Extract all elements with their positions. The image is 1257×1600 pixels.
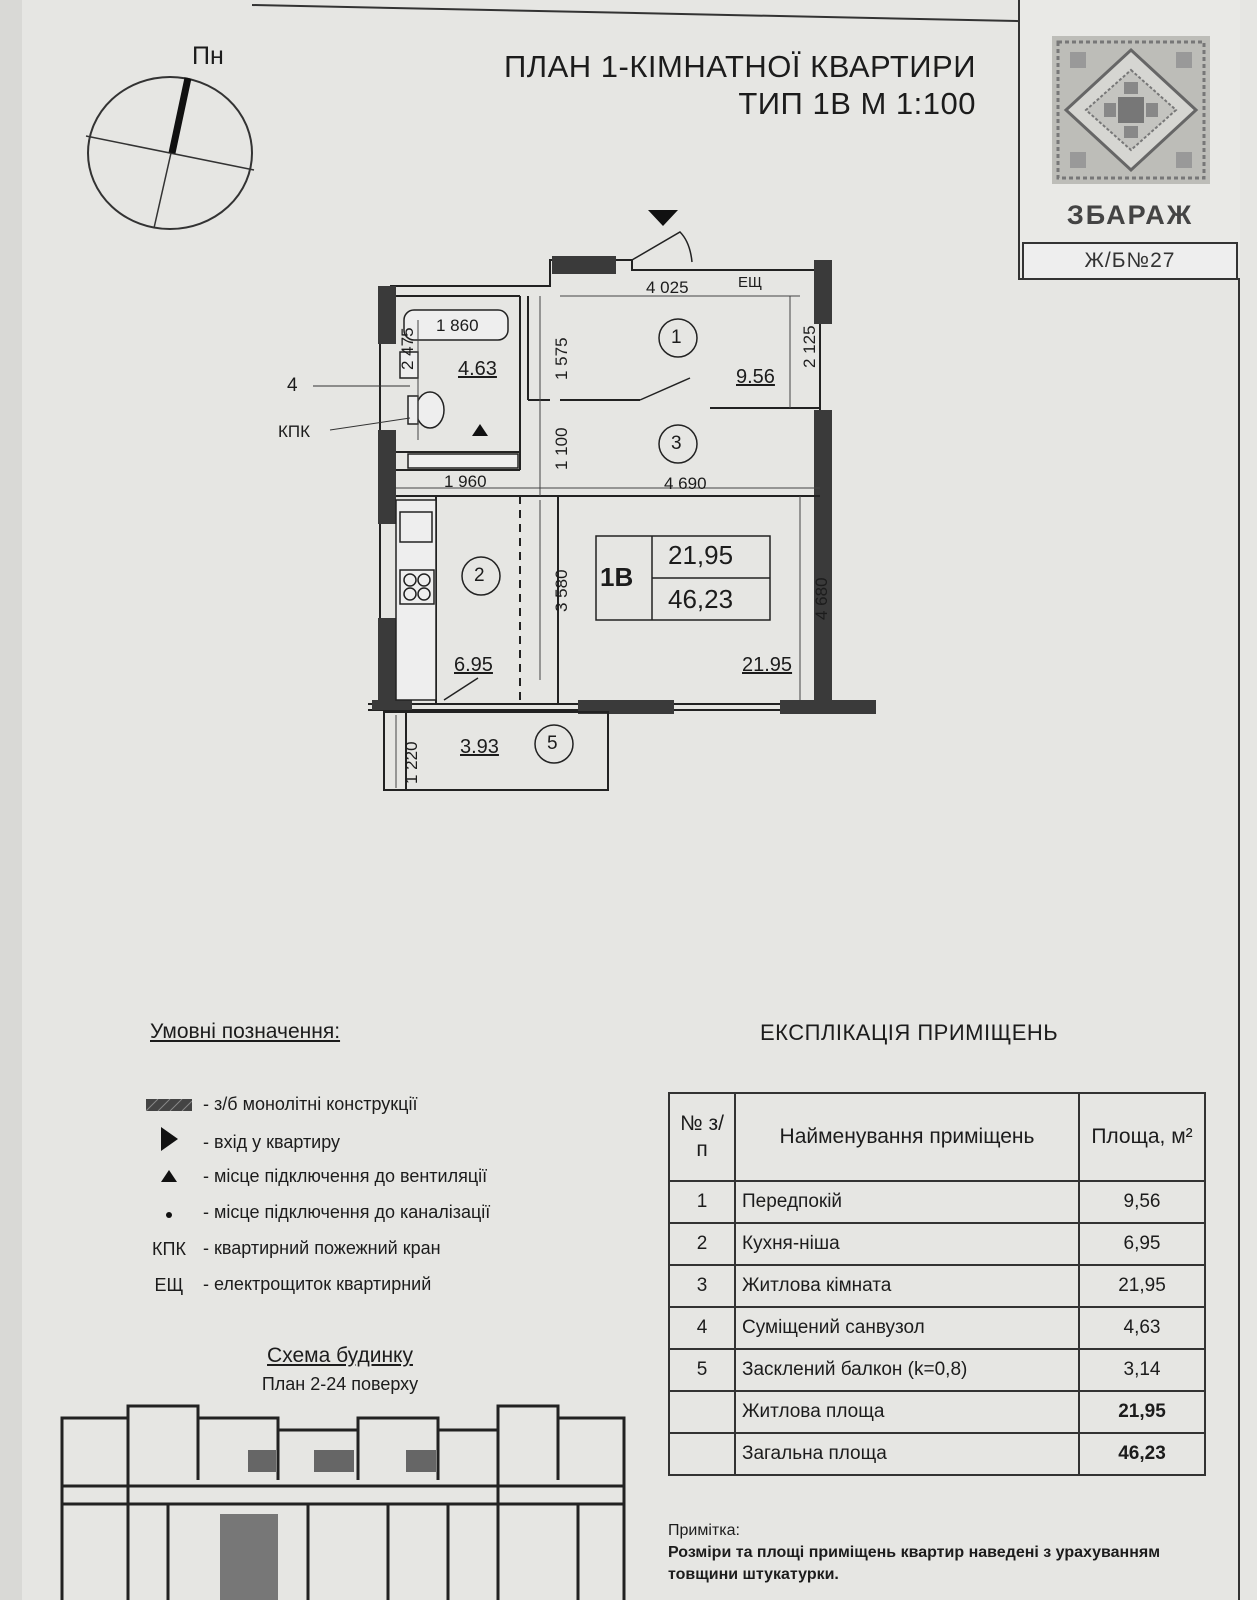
header-area: Площа, м² [1078, 1092, 1206, 1182]
room-circles [461, 318, 698, 764]
room-number-5: 5 [547, 733, 558, 754]
vent-triangle-icon [472, 424, 488, 436]
kitchen-units [395, 499, 437, 701]
entry-arrow-icon [140, 1126, 198, 1160]
dim-bath-width: 1 860 [436, 316, 479, 335]
legend-item-concrete: - з/б монолітні конструкції [140, 1090, 417, 1118]
legend-item-vent: - місце підключення до вентиляції [140, 1162, 487, 1190]
area-hall: 9.56 [736, 366, 775, 388]
badge-type: 1В [600, 562, 634, 592]
sewer-dot-icon [140, 1199, 198, 1227]
page-title: ПЛАН 1-КІМНАТНОЇ КВАРТИРИ ТИП 1В М 1:100 [436, 48, 976, 122]
room-number-4: 4 [287, 375, 298, 396]
highlighted-apartment [220, 1514, 278, 1600]
table-row: 5 Засклений балкон (k=0,8) 3,14 [668, 1348, 1206, 1392]
badge-living: 21,95 [668, 540, 734, 570]
apartment-type-badge [595, 535, 771, 621]
bathroom-fixtures [399, 309, 519, 469]
kpk-leader-lines [313, 385, 411, 431]
dim-room-width: 4 690 [664, 474, 707, 493]
scheme-subtitle: План 2-24 поверху [261, 1374, 419, 1394]
header-name: Найменування приміщень [734, 1092, 1080, 1182]
dim-room-height: 4 680 [812, 577, 831, 620]
living-area-row: Житлова площа 21,95 [668, 1390, 1206, 1434]
door-swings [443, 231, 693, 701]
legend-item-esh: ЕЩ - електрощиток квартирний [154, 1274, 432, 1296]
brand-name: ЗБАРАЖ [1066, 200, 1194, 230]
title-line-1: ПЛАН 1-КІМНАТНОЇ КВАРТИРИ [503, 49, 976, 84]
kpk-label: КПК [278, 422, 311, 441]
dim-kitchen-width: 1 960 [444, 472, 487, 491]
footnote: Примітка: Розміри та площі приміщень ква… [668, 1520, 1188, 1586]
explication-title: ЕКСПЛІКАЦІЯ ПРИМІЩЕНЬ [760, 1020, 1059, 1045]
area-balcony: 3.93 [460, 736, 499, 758]
apartment-floor-plan [368, 210, 876, 791]
room-number-2: 2 [474, 565, 485, 586]
legend-item-sewer: - місце підключення до каналізації [140, 1198, 490, 1226]
explication-table: № з/п Найменування приміщень Площа, м² 1… [668, 1092, 1206, 1476]
building-number: Ж/Б№27 [1022, 242, 1238, 280]
dim-bath-height: 2 475 [398, 327, 417, 370]
header-num: № з/п [668, 1092, 736, 1182]
entry-triangle-icon [648, 210, 678, 226]
room-number-1: 1 [671, 327, 682, 348]
room-number-3: 3 [671, 433, 682, 454]
legend-item-kpk: КПК - квартирний пожежний кран [152, 1238, 441, 1260]
plan-labels: 4 025 ЕЩ 1 860 2 475 1 575 2 125 1 100 1… [278, 200, 900, 820]
vent-triangle-icon [140, 1163, 198, 1191]
north-compass-icon [85, 76, 255, 230]
building-scheme-drawing [60, 1404, 626, 1600]
table-row: 1 Передпокій 9,56 [668, 1180, 1206, 1224]
table-row: 2 Кухня-ніша 6,95 [668, 1222, 1206, 1266]
area-room: 21.95 [742, 654, 793, 676]
title-line-2: ТИП 1В М 1:100 [738, 86, 976, 121]
dim-bath-side: 1 575 [552, 337, 571, 380]
table-row: 3 Житлова кімната 21,95 [668, 1264, 1206, 1308]
ornament-logo-icon [1052, 36, 1210, 184]
table-row: 4 Суміщений санвузол 4,63 [668, 1306, 1206, 1350]
area-bath: 4.63 [458, 358, 497, 380]
balcony-outline [383, 711, 609, 791]
concrete-blocks [372, 256, 876, 714]
scheme-title: Схема будинку [267, 1344, 413, 1367]
note-title: Примітка: [668, 1522, 740, 1539]
total-area-row: Загальна площа 46,23 [668, 1432, 1206, 1476]
area-kitchen: 6.95 [454, 654, 493, 676]
frame-right-line [1238, 278, 1240, 1600]
note-text: Розміри та площі приміщень квартир навед… [668, 1544, 1161, 1583]
shaft-label: ЕЩ [738, 274, 763, 291]
badge-total: 46,23 [668, 584, 734, 614]
dim-top-width: 4 025 [646, 278, 689, 297]
dim-door-gap: 1 100 [552, 427, 571, 470]
dim-hall-height: 2 125 [800, 325, 819, 368]
dimension-lines [395, 295, 820, 788]
concrete-swatch-icon [140, 1091, 198, 1119]
legend-item-entry: - вхід у квартиру [140, 1126, 340, 1154]
north-label: Пн [192, 42, 224, 70]
dim-kitchen-height: 3 580 [552, 569, 571, 612]
dim-balcony-height: 1 220 [402, 741, 421, 784]
table-header-row: № з/п Найменування приміщень Площа, м² [668, 1092, 1206, 1182]
legend-title: Умовні позначення: [150, 1020, 341, 1043]
